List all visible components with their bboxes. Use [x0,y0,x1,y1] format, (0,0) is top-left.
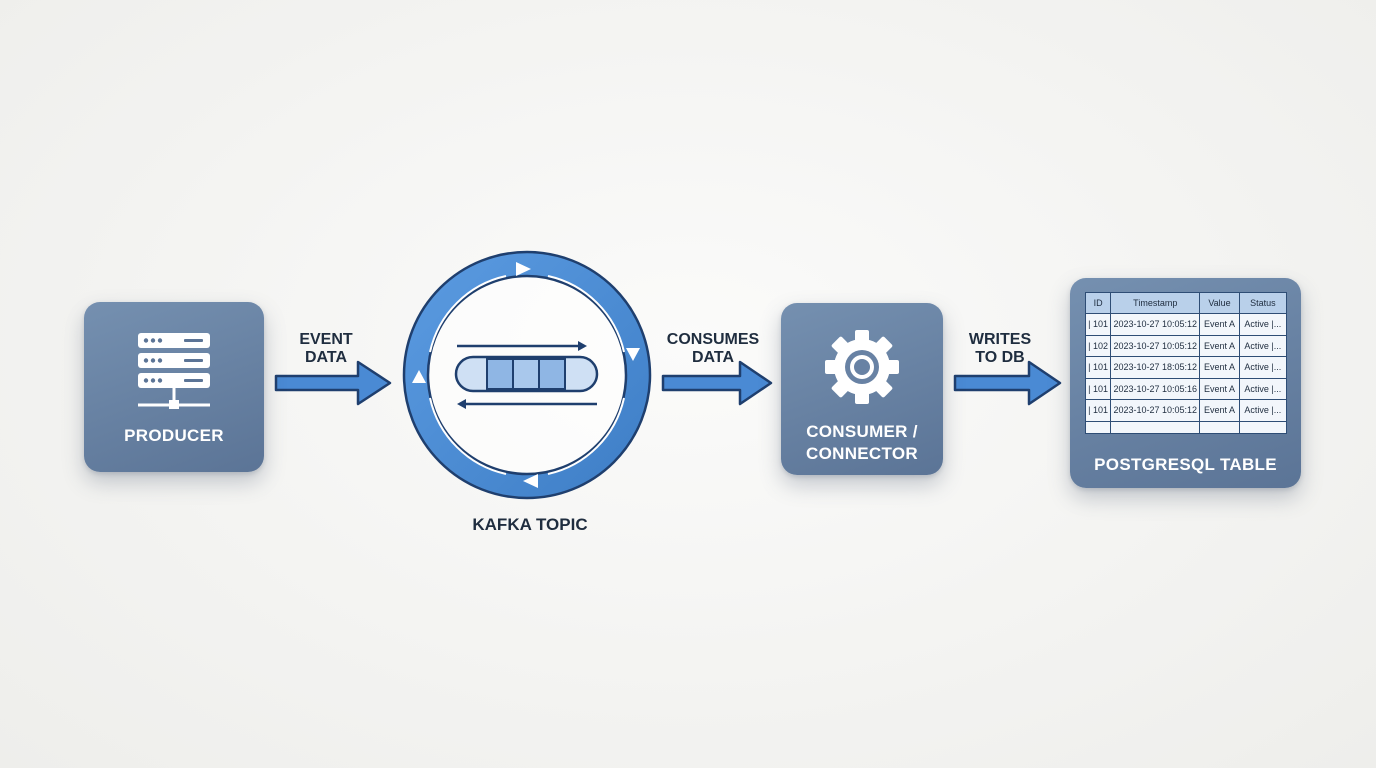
table-row-empty [1084,420,1288,434]
column-header: Value [1199,292,1240,314]
kafka-topic-label: KAFKA TOPIC [472,515,588,534]
table-cell: Active |... [1238,377,1288,400]
table-cell: | 101 [1084,377,1112,400]
postgres-label: POSTGRESQL TABLE [1094,455,1277,474]
table-cell: Event A [1199,313,1240,336]
table-row: | 101 2023-10-27 10:05:12 Event A Active… [1084,313,1288,336]
table-cell: | 101 [1084,313,1112,336]
table-cell: 2023-10-27 18:05:12 [1110,356,1201,379]
table-row: | 101 2023-10-27 18:05:12 Event A Active… [1084,356,1288,379]
producer-node: PRODUCER [84,302,264,472]
event-data-label: EVENT DATA [299,331,353,366]
producer-label: PRODUCER [124,426,224,445]
table-cell: Event A [1199,334,1240,357]
writes-to-db-label: WRITES TO DB [968,331,1032,366]
event-data-arrow [274,360,392,406]
consumes-data-label: CONSUMES DATA [666,331,760,366]
consumer-label: CONSUMER / CONNECTOR [806,422,918,463]
table-cell: Event A [1199,377,1240,400]
table-cell: Active |... [1238,313,1288,336]
table-row: | 101 2023-10-27 10:05:16 Event A Active… [1084,377,1288,400]
table-cell: Event A [1199,399,1240,422]
table-cell: Event A [1199,356,1240,379]
table-header-row: ID Timestamp Value Status [1084,292,1288,314]
table-cell: | 101 [1084,356,1112,379]
table-cell [1238,420,1288,434]
postgres-table: ID Timestamp Value Status | 101 2023-10-… [1084,292,1288,434]
column-header: Status [1238,292,1288,314]
table-cell: Active |... [1238,334,1288,357]
consumes-data-arrow [661,360,773,406]
table-cell: 2023-10-27 10:05:12 [1110,334,1201,357]
table-cell [1199,420,1240,434]
server-icon [138,333,210,409]
table-cell: Active |... [1238,356,1288,379]
consumer-node: CONSUMER / CONNECTOR [781,303,943,475]
table-cell [1084,420,1112,434]
table-cell: Active |... [1238,399,1288,422]
table-cell [1110,420,1201,434]
column-header: ID [1084,292,1112,314]
column-header: Timestamp [1110,292,1201,314]
table-cell: 2023-10-27 10:05:16 [1110,377,1201,400]
queue-icon [454,341,599,409]
gear-icon [825,330,899,404]
table-row: | 101 2023-10-27 10:05:12 Event A Active… [1084,399,1288,422]
table-cell: 2023-10-27 10:05:12 [1110,399,1201,422]
table-cell: 2023-10-27 10:05:12 [1110,313,1201,336]
table-cell: | 101 [1084,399,1112,422]
table-row: | 102 2023-10-27 10:05:12 Event A Active… [1084,334,1288,357]
table-cell: | 102 [1084,334,1112,357]
writes-to-db-arrow [953,360,1062,406]
